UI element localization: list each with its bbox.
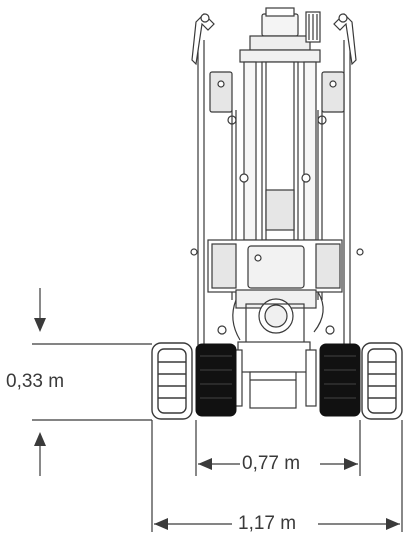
dimension-overall-width [151,420,403,532]
wheel-left [151,342,193,420]
ground-clearance-label: 0,33 m [6,371,65,392]
dimension-track-width [195,420,361,476]
track-width-label: 0,77 m [240,453,303,475]
track-left [195,343,237,417]
track-right [319,343,361,417]
overall-width-label: 1,17 m [236,513,299,535]
dimension-ground-clearance [32,288,152,476]
machine-body [190,7,364,409]
wheel-right [361,342,403,420]
